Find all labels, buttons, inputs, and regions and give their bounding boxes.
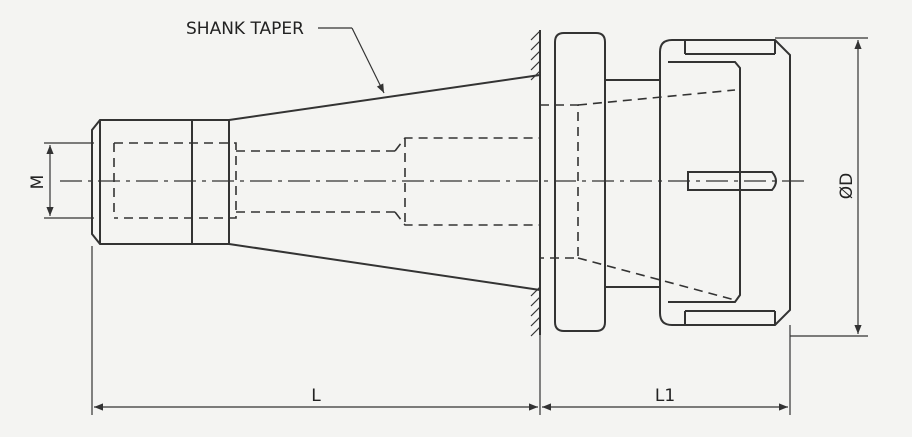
shank-taper-body xyxy=(228,74,541,291)
collet-nut xyxy=(659,39,791,326)
shank-taper-leader xyxy=(318,27,385,94)
od-dimension xyxy=(775,37,868,337)
shank-taper-label: SHANK TAPER xyxy=(186,19,304,39)
pull-stud-section xyxy=(91,119,230,245)
flange xyxy=(554,32,660,332)
l-label: L xyxy=(311,386,321,406)
length-dimensions xyxy=(91,246,791,415)
od-label: ØD xyxy=(837,173,857,199)
l1-label: L1 xyxy=(655,386,675,406)
internal-bore-hidden-lines xyxy=(113,89,736,301)
gauge-line xyxy=(530,30,541,337)
m-dimension xyxy=(44,142,94,219)
m-label: M xyxy=(28,175,48,190)
